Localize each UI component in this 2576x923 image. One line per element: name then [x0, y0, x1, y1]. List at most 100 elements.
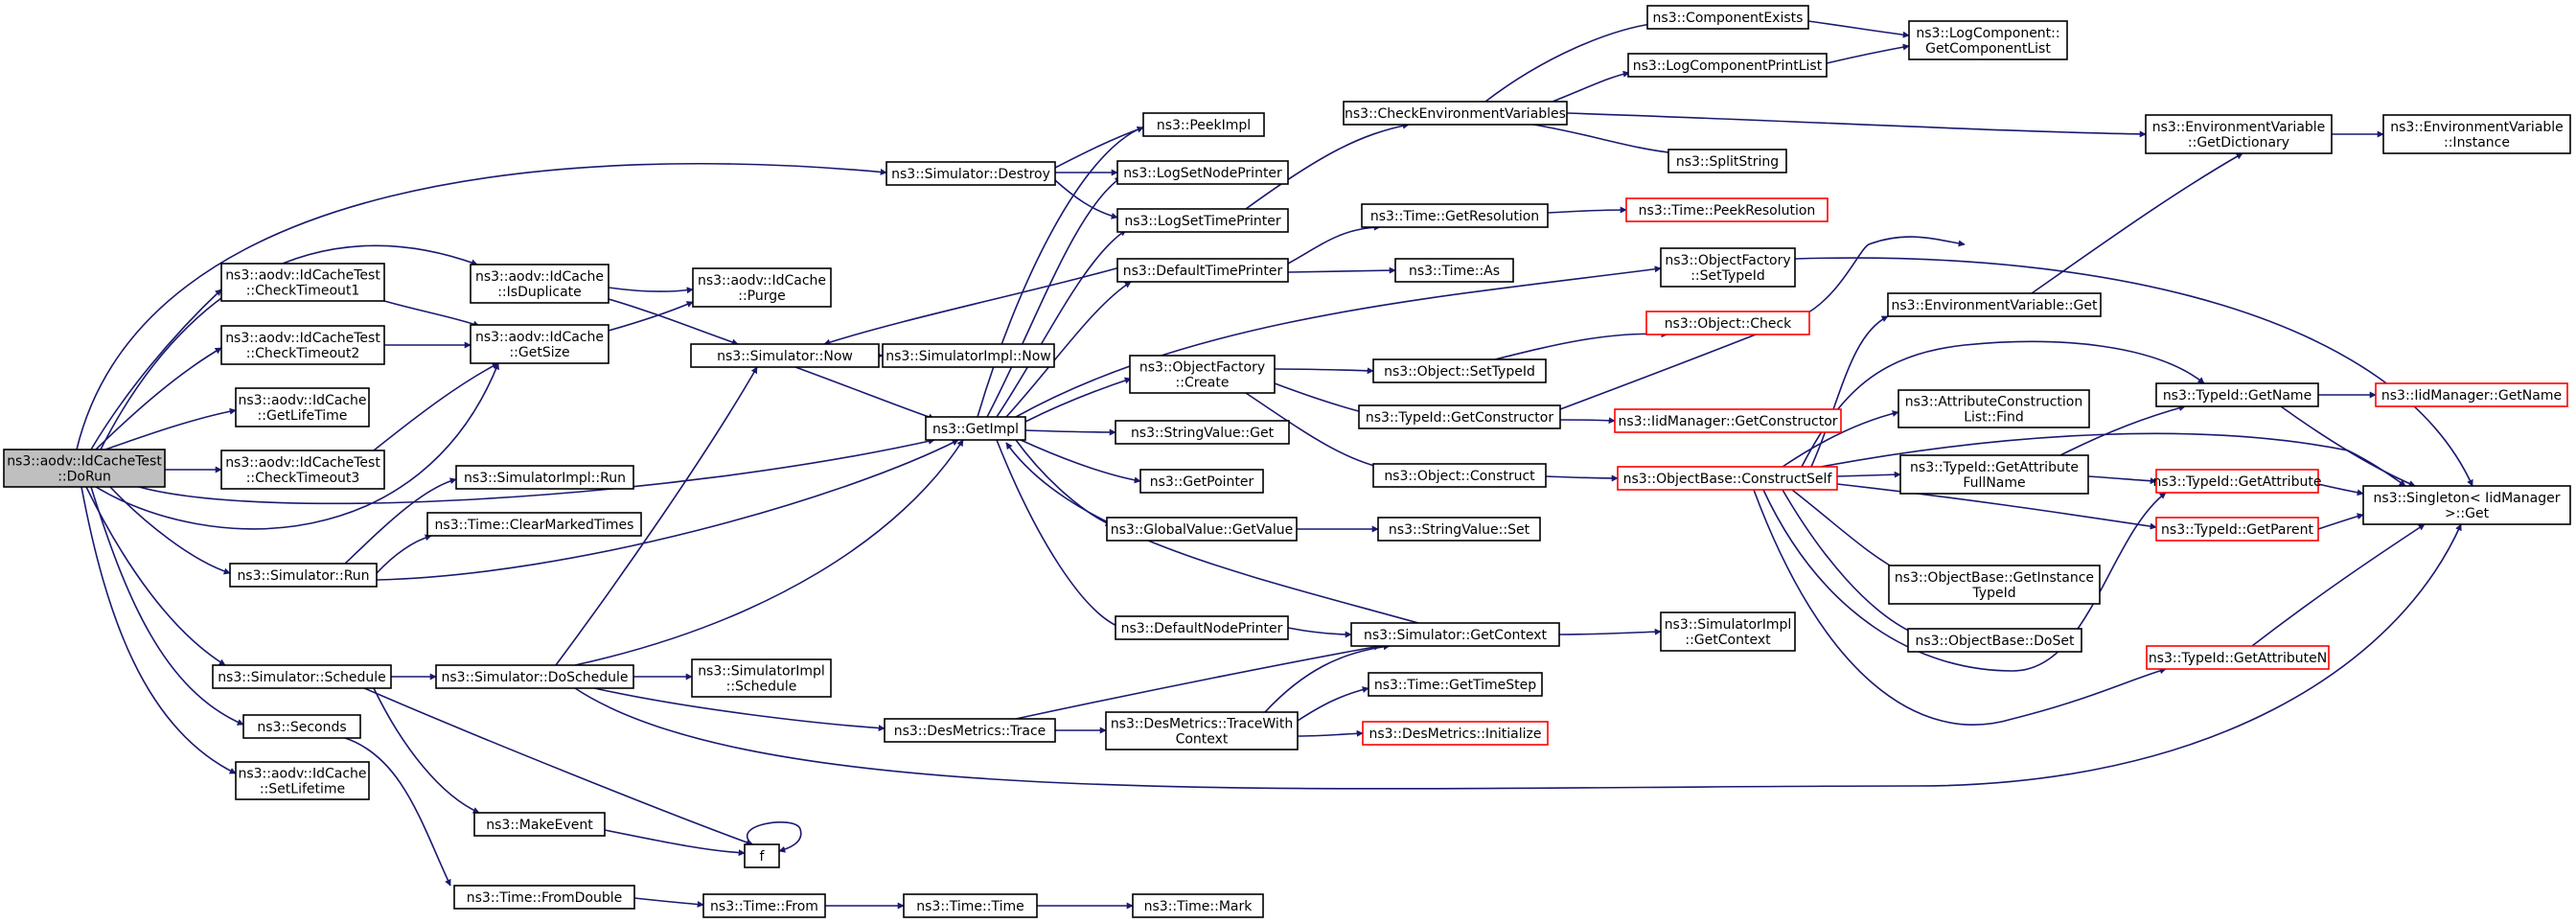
node-label: ns3::LogSetTimePrinter — [1124, 214, 1281, 229]
edge-simrun-to-getimpl — [376, 439, 959, 581]
node-objconstruct[interactable]: ns3::Object::Construct — [1372, 463, 1547, 488]
node-simdestroy[interactable]: ns3::Simulator::Destroy — [886, 161, 1056, 186]
node-timeas[interactable]: ns3::Time::As — [1394, 258, 1514, 283]
node-timefrom[interactable]: ns3::Time::From — [702, 893, 826, 918]
node-timegetstep[interactable]: ns3::Time::GetTimeStep — [1368, 672, 1543, 697]
node-simsched[interactable]: ns3::Simulator::Schedule — [212, 664, 392, 689]
edge-getimpl-to-ofcreate — [1024, 377, 1132, 423]
node-getimpl[interactable]: ns3::GetImpl — [925, 416, 1026, 441]
node-envget[interactable]: ns3::EnvironmentVariable::Get — [1887, 292, 2102, 317]
node-label: ns3::LogComponentPrintList — [1633, 58, 1823, 74]
node-ofcreate[interactable]: ns3::ObjectFactory::Create — [1129, 355, 1276, 394]
node-timemark[interactable]: ns3::Time::Mark — [1132, 893, 1264, 918]
edge-defnode-to-simgetctx — [1287, 627, 1352, 638]
node-ct1[interactable]: ns3::aodv::IdCacheTest::CheckTimeout1 — [220, 263, 385, 302]
node-ofsettid[interactable]: ns3::ObjectFactory::SetTypeId — [1660, 247, 1796, 288]
node-root[interactable]: ns3::aodv::IdCacheTest::DoRun — [3, 449, 166, 488]
edge-desmtracectx-to-simgetctx — [1264, 643, 1391, 713]
node-obdoset[interactable]: ns3::ObjectBase::DoSet — [1907, 628, 2082, 653]
edge-isdup-to-purge — [608, 287, 694, 294]
node-fromdouble[interactable]: ns3::Time::FromDouble — [453, 885, 635, 910]
node-simrun[interactable]: ns3::Simulator::Run — [229, 563, 378, 588]
node-label: ::Create — [1176, 376, 1230, 391]
node-makeevent[interactable]: ns3::MakeEvent — [473, 812, 606, 837]
node-svget[interactable]: ns3::StringValue::Get — [1115, 420, 1290, 445]
node-getpointer[interactable]: ns3::GetPointer — [1139, 469, 1264, 494]
node-desmtrace[interactable]: ns3::DesMetrics::Trace — [884, 718, 1056, 743]
node-iidmgrname[interactable]: ns3::IidManager::GetName — [2375, 382, 2568, 407]
node-envgetdict[interactable]: ns3::EnvironmentVariable::GetDictionary — [2145, 114, 2333, 154]
node-tidgetname[interactable]: ns3::TypeId::GetName — [2155, 382, 2319, 407]
node-tidgetctor[interactable]: ns3::TypeId::GetConstructor — [1358, 404, 1561, 429]
node-peekres[interactable]: ns3::Time::PeekResolution — [1625, 197, 1828, 222]
node-splitstring[interactable]: ns3::SplitString — [1668, 149, 1787, 173]
node-obconstructself[interactable]: ns3::ObjectBase::ConstructSelf — [1617, 466, 1838, 491]
node-seconds[interactable]: ns3::Seconds — [242, 714, 361, 739]
node-tidgetattrn[interactable]: ns3::TypeId::GetAttributeN — [2146, 645, 2330, 670]
edge-dosched-to-singleton — [574, 523, 2462, 790]
node-setlife[interactable]: ns3::aodv::IdCache::SetLifetime — [235, 761, 370, 800]
node-gettimeres[interactable]: ns3::Time::GetResolution — [1361, 203, 1549, 228]
node-logcompprint[interactable]: ns3::LogComponentPrintList — [1627, 53, 1828, 78]
node-tidgetparent[interactable]: ns3::TypeId::GetParent — [2155, 517, 2319, 542]
node-ct2[interactable]: ns3::aodv::IdCacheTest::CheckTimeout2 — [220, 325, 385, 365]
edge-deftime-to-gettimeres — [1287, 223, 1381, 265]
node-logtime[interactable]: ns3::LogSetTimePrinter — [1116, 208, 1289, 233]
node-label: ::CheckTimeout2 — [246, 346, 360, 361]
node-singleton[interactable]: ns3::Singleton< IidManager>::Get — [2362, 485, 2571, 525]
node-desminit[interactable]: ns3::DesMetrics::Initialize — [1362, 721, 1549, 746]
node-label: ns3::Time::As — [1409, 264, 1500, 279]
node-simimplrun[interactable]: ns3::SimulatorImpl::Run — [455, 465, 634, 490]
node-label: ns3::DesMetrics::TraceWith — [1111, 717, 1293, 732]
node-objcheck[interactable]: ns3::Object::Check — [1645, 311, 1810, 335]
node-simgetctx[interactable]: ns3::Simulator::GetContext — [1350, 622, 1560, 647]
node-label: ns3::GetPointer — [1150, 474, 1254, 490]
node-svset[interactable]: ns3::StringValue::Set — [1377, 517, 1541, 542]
edge-root-to-ct1 — [90, 288, 222, 450]
node-label: ns3::StringValue::Set — [1389, 522, 1530, 538]
node-label: ::SetTypeId — [1690, 268, 1765, 284]
node-label: ns3::SimulatorImpl — [698, 664, 825, 680]
node-label: ::GetContext — [1685, 633, 1771, 648]
edge-simsched-to-makeevent — [373, 687, 480, 814]
node-defnode[interactable]: ns3::DefaultNodePrinter — [1115, 615, 1289, 640]
node-checkenv[interactable]: ns3::CheckEnvironmentVariables — [1343, 101, 1568, 126]
node-objsettid[interactable]: ns3::Object::SetTypeId — [1372, 358, 1547, 383]
node-isdup[interactable]: ns3::aodv::IdCache::IsDuplicate — [470, 264, 610, 304]
node-label: ns3::Time::ClearMarkedTimes — [435, 518, 634, 533]
node-ct3[interactable]: ns3::aodv::IdCacheTest::CheckTimeout3 — [220, 450, 385, 490]
node-deftime[interactable]: ns3::DefaultTimePrinter — [1116, 258, 1289, 283]
node-iidmgrctor[interactable]: ns3::IidManager::GetConstructor — [1614, 408, 1842, 433]
edge-root-to-simrun — [109, 486, 231, 575]
node-simimplgetctx[interactable]: ns3::SimulatorImpl::GetContext — [1660, 611, 1796, 652]
node-simnow[interactable]: ns3::Simulator::Now — [690, 343, 880, 368]
edge-root-to-setlife — [80, 486, 237, 774]
edge-obconstructself-to-tidgetparent — [1836, 483, 2157, 530]
edge-getimpl-to-logtime — [996, 229, 1127, 418]
node-simimplsched[interactable]: ns3::SimulatorImpl::Schedule — [691, 658, 832, 698]
node-gvgetvalue[interactable]: ns3::GlobalValue::GetValue — [1106, 517, 1298, 542]
node-clearmarked[interactable]: ns3::Time::ClearMarkedTimes — [426, 512, 642, 537]
node-f[interactable]: f — [744, 843, 780, 868]
node-label: ::CheckTimeout1 — [246, 284, 360, 299]
node-getlife[interactable]: ns3::aodv::IdCache::GetLifeTime — [235, 387, 370, 427]
node-tidgetattr[interactable]: ns3::TypeId::GetAttribute — [2153, 469, 2322, 494]
node-simimplnow[interactable]: ns3::SimulatorImpl::Now — [882, 343, 1055, 368]
node-getcomplist[interactable]: ns3::LogComponent::GetComponentList — [1908, 20, 2068, 60]
node-label: TypeId — [1971, 586, 2015, 601]
node-label: ::SetLifetime — [260, 782, 345, 797]
node-dosched[interactable]: ns3::Simulator::DoSchedule — [435, 664, 634, 689]
node-peekimpl[interactable]: ns3::PeekImpl — [1142, 112, 1265, 137]
edge-tidgetparent-to-singleton — [2317, 513, 2364, 530]
node-purge[interactable]: ns3::aodv::IdCache::Purge — [692, 267, 832, 308]
node-getsize[interactable]: ns3::aodv::IdCache::GetSize — [470, 324, 610, 364]
edge-root-to-simdestroy — [76, 162, 887, 450]
node-lognode[interactable]: ns3::LogSetNodePrinter — [1116, 160, 1289, 185]
node-timetime[interactable]: ns3::Time::Time — [903, 893, 1038, 918]
node-envinstance[interactable]: ns3::EnvironmentVariable::Instance — [2382, 114, 2571, 154]
node-compexists[interactable]: ns3::ComponentExists — [1646, 5, 1809, 30]
